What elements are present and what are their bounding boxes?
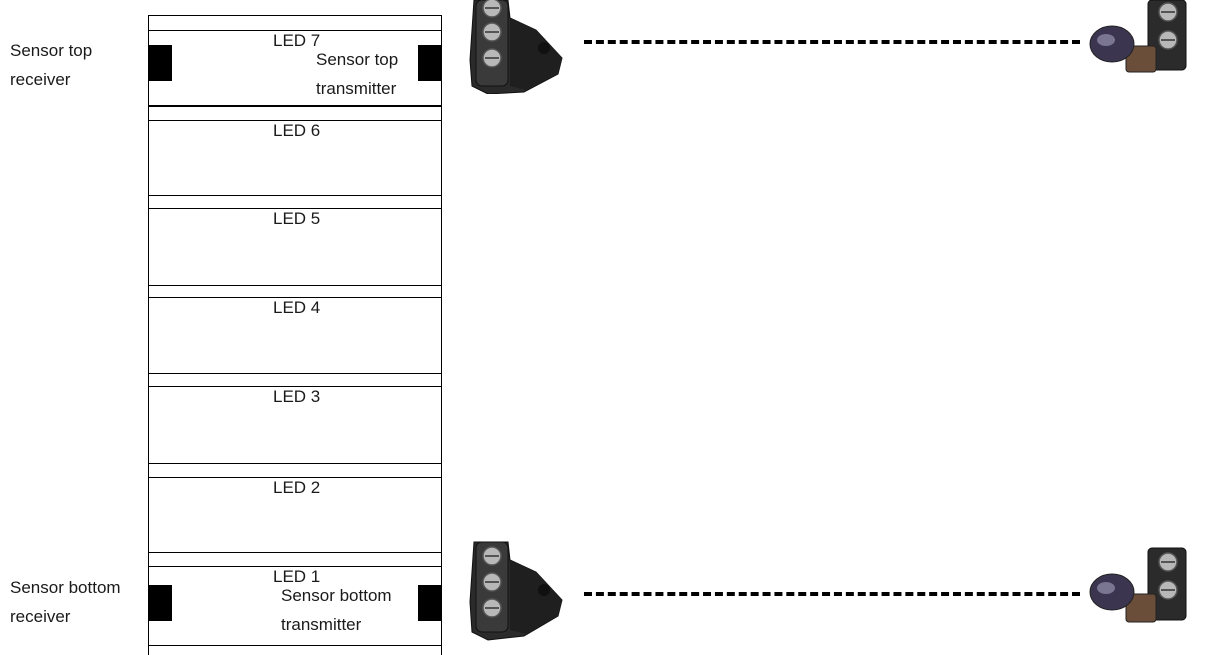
step-led-5: LED 5: [148, 208, 442, 286]
step-led-3: LED 3: [148, 386, 442, 464]
step-label: LED 2: [273, 478, 321, 497]
sensor-top-receiver-block: [148, 45, 172, 81]
step-divider: [148, 285, 442, 286]
sensor-top-transmitter-line2: transmitter: [316, 79, 397, 98]
lamp-transmitter-icon: [1089, 547, 1187, 623]
top-beam-line: [584, 40, 1080, 44]
step-label: LED 7: [273, 31, 321, 50]
step-divider: [148, 195, 442, 196]
sensor-bottom-transmitter-block: [418, 585, 442, 621]
step-label: LED 5: [273, 209, 321, 228]
sensor-top-transmitter-line1: Sensor top: [316, 50, 399, 69]
step-led-6: LED 6: [148, 120, 442, 196]
step-divider: [148, 106, 442, 107]
step-led-2: LED 2: [148, 477, 442, 553]
bottom-beam-line: [584, 592, 1080, 596]
photo-sensor-receiver-icon: [469, 0, 563, 94]
sensor-bottom-receiver-label: Sensor bottom receiver: [10, 573, 121, 631]
sensor-top-transmitter-block: [418, 45, 442, 81]
step-label: LED 3: [273, 387, 321, 406]
sensor-top-transmitter-label: Sensor top transmitter: [316, 45, 398, 103]
lamp-transmitter-icon: [1089, 0, 1187, 73]
sensor-top-receiver-line2: receiver: [10, 70, 71, 89]
step-divider: [148, 373, 442, 374]
sensor-bottom-receiver-block: [148, 585, 172, 621]
step-label: LED 4: [273, 298, 321, 317]
step-label: LED 6: [273, 121, 321, 140]
step-divider: [148, 15, 442, 16]
sensor-top-receiver-line1: Sensor top: [10, 41, 93, 60]
sensor-bottom-receiver-line1: Sensor bottom: [10, 578, 121, 597]
step-led-7: LED 7: [148, 30, 442, 106]
sensor-bottom-transmitter-line2: transmitter: [281, 615, 362, 634]
step-led-4: LED 4: [148, 297, 442, 374]
sensor-bottom-transmitter-line1: Sensor bottom: [281, 586, 392, 605]
sensor-bottom-transmitter-label: Sensor bottom transmitter: [281, 581, 392, 639]
staircase-diagram: LED 7 LED 6 LED 5 LED 4 LED 3 LED 2 LED …: [148, 15, 442, 655]
step-led-1: LED 1: [148, 566, 442, 646]
photo-sensor-receiver-icon: [469, 541, 563, 641]
step-label: LED 1: [273, 567, 321, 586]
step-divider: [148, 552, 442, 553]
sensor-bottom-receiver-line2: receiver: [10, 607, 71, 626]
sensor-top-receiver-label: Sensor top receiver: [10, 36, 92, 94]
step-divider: [148, 463, 442, 464]
